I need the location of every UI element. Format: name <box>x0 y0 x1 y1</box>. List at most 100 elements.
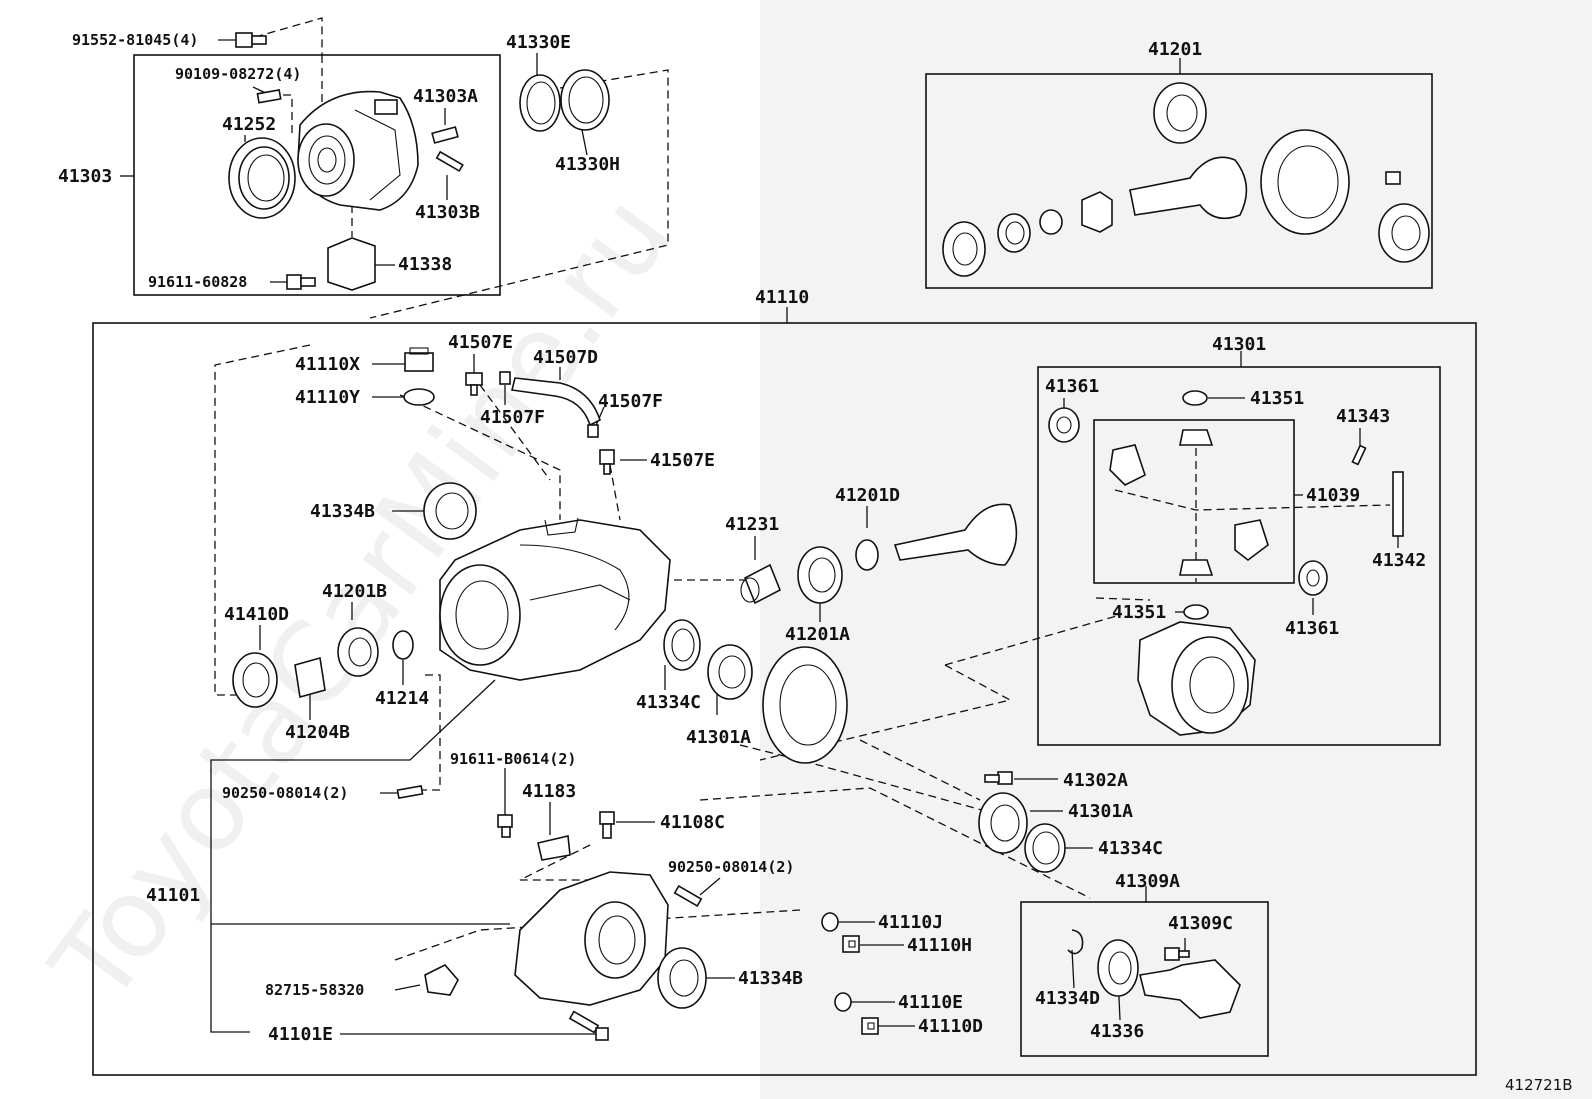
label-41110J: 41110J <box>878 912 943 933</box>
label-41309A: 41309A <box>1115 871 1180 892</box>
bolt-41309C <box>1164 947 1190 961</box>
label-41334C-a: 41334C <box>636 692 701 713</box>
leader-lines <box>120 39 1399 1035</box>
frame-41303 <box>133 54 501 296</box>
label-41101E: 41101E <box>268 1024 333 1045</box>
bearing-41301A-a <box>707 644 753 700</box>
label-41101: 41101 <box>146 885 200 906</box>
race-41334C-a <box>663 619 701 671</box>
label-41334B-b: 41334B <box>738 968 803 989</box>
seal-41252 <box>228 137 296 219</box>
label-41338: 41338 <box>398 254 452 275</box>
washer-41351-b <box>1183 604 1209 620</box>
pin-90250-a <box>396 785 424 799</box>
frame-41309A <box>1020 901 1269 1057</box>
fitting-41507E-b <box>599 449 615 475</box>
label-41507D: 41507D <box>533 347 598 368</box>
label-91611-60828: 91611-60828 <box>148 273 247 291</box>
gasket-41110J <box>821 912 839 932</box>
label-41309C: 41309C <box>1168 913 1233 934</box>
bearing-41334B-a <box>423 482 477 540</box>
part-drawings <box>228 32 1430 1041</box>
label-41507E-b: 41507E <box>650 450 715 471</box>
label-41336: 41336 <box>1090 1021 1144 1042</box>
fitting-41507E-a <box>465 372 483 396</box>
label-41110D: 41110D <box>918 1016 983 1037</box>
label-41183: 41183 <box>522 781 576 802</box>
pin-41303A <box>431 126 459 144</box>
label-41334B-a: 41334B <box>310 501 375 522</box>
gasket-41110E <box>834 992 852 1012</box>
spacer-41204B <box>294 656 326 699</box>
plug-41110X <box>404 347 434 372</box>
seal-41330E <box>519 74 561 132</box>
flange-41309A <box>1139 959 1241 1019</box>
label-41301A-b: 41301A <box>1068 801 1133 822</box>
bearing-41201B <box>337 627 379 677</box>
bearing-41201A <box>797 546 843 604</box>
label-41039: 41039 <box>1306 485 1360 506</box>
label-90250-08014-a: 90250-08014(2) <box>222 784 348 802</box>
bracket-41183 <box>537 835 571 861</box>
clip-41507F-a <box>499 371 511 385</box>
washer-41361-a <box>1048 407 1080 443</box>
carrier-case-41101 <box>514 871 669 1006</box>
label-41201A: 41201A <box>785 624 850 645</box>
label-41330E: 41330E <box>506 32 571 53</box>
spacer-41231 <box>740 563 782 605</box>
label-90250-08014-b: 90250-08014(2) <box>668 858 794 876</box>
label-41302A: 41302A <box>1063 770 1128 791</box>
label-41361-b: 41361 <box>1285 618 1339 639</box>
label-41201B: 41201B <box>322 581 387 602</box>
carrier-housing-41110 <box>439 517 671 681</box>
label-41334D: 41334D <box>1035 988 1100 1009</box>
ring-gear <box>762 646 848 764</box>
race-41334C-b <box>1024 823 1066 873</box>
bolt-41101E <box>568 1010 609 1041</box>
clip-41507F-b <box>587 424 599 438</box>
breather-41108C <box>599 811 615 839</box>
label-41507E-a: 41507E <box>448 332 513 353</box>
plug-41110H <box>842 935 860 953</box>
label-41351-a: 41351 <box>1250 388 1304 409</box>
label-41342: 41342 <box>1372 550 1426 571</box>
seal-41334B-b <box>657 947 707 1009</box>
stud-41303B <box>435 150 464 173</box>
bolt-41302A <box>984 771 1013 785</box>
washer-41351-a <box>1182 390 1208 406</box>
label-41110: 41110 <box>755 287 809 308</box>
label-41110H: 41110H <box>907 935 972 956</box>
frame-41110 <box>92 322 1477 1076</box>
label-41303A: 41303A <box>413 86 478 107</box>
part-labels: 91552-81045(4) 90109-08272(4) 41303 4125… <box>58 31 1573 1094</box>
label-41108C: 41108C <box>660 812 725 833</box>
bearing-41301A-b <box>978 792 1028 854</box>
shim-41214 <box>392 630 414 660</box>
gasket-41110Y <box>403 388 435 406</box>
shaft-41342 <box>1392 471 1404 537</box>
label-91611-B0614: 91611-B0614(2) <box>450 750 576 768</box>
label-82715-58320: 82715-58320 <box>265 981 364 999</box>
label-41361-a: 41361 <box>1045 376 1099 397</box>
label-41303B: 41303B <box>415 202 480 223</box>
housing-41303 <box>297 90 419 211</box>
label-41507F-a: 41507F <box>480 407 545 428</box>
bolt-91552 <box>235 32 267 48</box>
dashed-assembly-lines <box>214 17 1391 961</box>
side-gears-41039 <box>1109 429 1269 576</box>
bolt-91611-60828 <box>286 274 316 290</box>
label-41343: 41343 <box>1336 406 1390 427</box>
seal-41336 <box>1097 939 1139 997</box>
seal-41410D <box>232 652 278 708</box>
frame-41301 <box>1037 366 1441 746</box>
label-41334C-b: 41334C <box>1098 838 1163 859</box>
snapring-41334D <box>1067 929 1084 955</box>
label-41301A-a: 41301A <box>686 727 751 748</box>
plug-41110D <box>861 1017 879 1035</box>
label-41303: 41303 <box>58 166 112 187</box>
bracket-82715 <box>424 964 459 996</box>
seal-41330H <box>560 69 610 131</box>
label-41201D: 41201D <box>835 485 900 506</box>
